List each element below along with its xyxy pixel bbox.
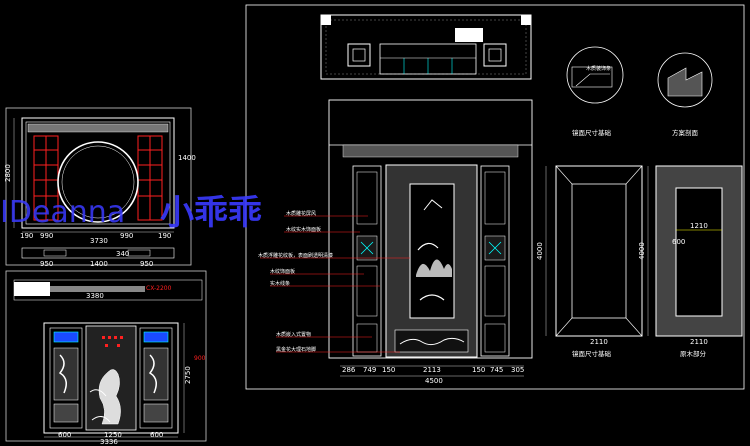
lb-d2: 1250 (104, 431, 122, 439)
lb-total: 3336 (100, 438, 118, 446)
lb-d3: 600 (150, 431, 163, 439)
sheet-border (5, 107, 192, 266)
sheet-border-2 (5, 270, 207, 442)
red-dim: 900 (194, 355, 206, 362)
watermark-latin: IDeanna (0, 195, 125, 230)
dim-height: 2800 (4, 164, 12, 182)
elev-total: 4500 (425, 377, 443, 385)
top-plan (320, 14, 532, 80)
side-mark: 340 (116, 250, 129, 258)
ann-5: 实木线条 (270, 280, 290, 287)
elev-d2: 749 (363, 366, 376, 374)
moon-gate (57, 141, 139, 223)
elev-d4: 2113 (423, 366, 441, 374)
main-sheet: 木质雕花屏风 木纹实木饰面板 木质浮雕花纹板，表面刷透明清漆 木纹饰面板 实木线… (245, 4, 745, 390)
frame-details: 4000 2110 镜面尺寸基础 1210 600 4000 2110 原木部分 (536, 165, 743, 358)
elev-d6: 745 (490, 366, 503, 374)
dim-b5: 190 (158, 232, 171, 240)
right-dim: 2750 (184, 366, 192, 384)
ann-3: 木质浮雕花纹板，表面刷透明清漆 (258, 252, 333, 259)
caption-3: 镜面尺寸基础 (572, 349, 612, 358)
caption-1: 镜面尺寸基础 (572, 128, 612, 137)
section-note: 木质装饰条 (586, 65, 611, 72)
red-label: CX-2200 (146, 285, 172, 292)
ann-6: 木质嵌入式置物 (276, 331, 311, 338)
main-border (245, 4, 745, 390)
caption-2: 方案剖面 (672, 128, 699, 137)
detail-circles: 木质装饰条 镜面尺寸基础 方案剖面 (566, 46, 713, 137)
bar-dim: 3380 (86, 292, 104, 300)
inner-dim-2: 600 (672, 238, 685, 246)
frame2-h: 4000 (638, 242, 646, 260)
ann-4: 木纹饰面板 (270, 268, 295, 275)
ann-7: 黑金花大理石地脚 (276, 346, 316, 353)
elev-d1: 286 (342, 366, 356, 374)
caption-4: 原木部分 (680, 349, 707, 358)
elev-d3: 150 (382, 366, 395, 374)
frame1-h: 4000 (536, 242, 544, 260)
left-top-elevation: 2800 1400 190 990 990 190 3730 950 1400 … (4, 107, 196, 268)
dim-l2: 1400 (90, 260, 108, 268)
elev-d5: 150 (472, 366, 485, 374)
dim-b1: 190 (20, 232, 33, 240)
dim-right: 1400 (178, 154, 196, 162)
dim-b4: 990 (120, 232, 133, 240)
watermark: IDeanna 小乖乖 (0, 193, 262, 233)
ann-2: 木纹实木饰面板 (286, 226, 321, 233)
main-elevation: 木质雕花屏风 木纹实木饰面板 木质浮雕花纹板，表面刷透明清漆 木纹饰面板 实木线… (258, 99, 533, 385)
lb-d1: 600 (58, 431, 71, 439)
elev-d7: 305 (511, 366, 524, 374)
figure-carving (98, 369, 121, 425)
frame1-w: 2110 (590, 338, 608, 346)
frame2-w: 2110 (690, 338, 708, 346)
inner-dim-1: 1210 (690, 222, 708, 230)
watermark-cjk: 小乖乖 (160, 193, 262, 233)
dim-l3: 950 (140, 260, 153, 268)
dim-total: 3730 (90, 237, 108, 245)
ann-1: 木质雕花屏风 (286, 210, 316, 217)
dim-l1: 950 (40, 260, 53, 268)
left-bottom-elevation: 3380 CX-2200 2750 900 600 1250 600 3336 (5, 270, 207, 446)
dim-b2: 990 (40, 232, 53, 240)
